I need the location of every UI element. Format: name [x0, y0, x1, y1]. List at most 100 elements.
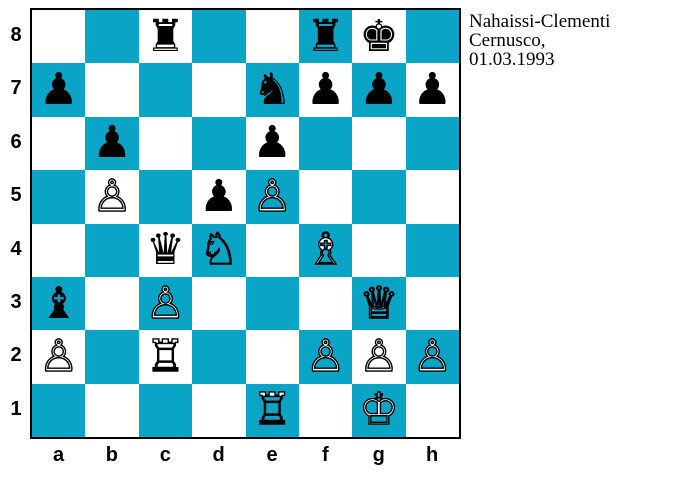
square-d2[interactable] [192, 330, 245, 383]
white-pawn-icon[interactable]: ♙ [146, 282, 185, 326]
square-a5[interactable] [32, 170, 85, 223]
square-b8[interactable] [85, 10, 138, 63]
square-d8[interactable] [192, 10, 245, 63]
square-h4[interactable] [406, 224, 459, 277]
square-b6[interactable]: ♟ [85, 117, 138, 170]
square-h6[interactable] [406, 117, 459, 170]
square-b1[interactable] [85, 384, 138, 437]
square-e3[interactable] [246, 277, 299, 330]
square-d4[interactable]: ♘ [192, 224, 245, 277]
square-f2[interactable]: ♙ [299, 330, 352, 383]
white-pawn-icon[interactable]: ♙ [252, 175, 291, 219]
square-f4[interactable]: ♗ [299, 224, 352, 277]
square-e5[interactable]: ♙ [246, 170, 299, 223]
rank-label-4: 4 [6, 238, 26, 261]
square-c2[interactable]: ♖ [139, 330, 192, 383]
game-players: Nahaissi-Clementi [469, 12, 610, 31]
square-f1[interactable] [299, 384, 352, 437]
square-g5[interactable] [352, 170, 405, 223]
white-king-icon[interactable]: ♔ [359, 388, 398, 432]
square-b4[interactable] [85, 224, 138, 277]
square-e7[interactable]: ♞ [246, 63, 299, 116]
square-a6[interactable] [32, 117, 85, 170]
square-f8[interactable]: ♜ [299, 10, 352, 63]
white-rook-icon[interactable]: ♖ [146, 335, 185, 379]
square-a1[interactable] [32, 384, 85, 437]
black-pawn-icon[interactable]: ♟ [199, 175, 238, 219]
square-e1[interactable]: ♖ [246, 384, 299, 437]
square-e4[interactable] [246, 224, 299, 277]
rank-label-1: 1 [6, 398, 26, 421]
square-a4[interactable] [32, 224, 85, 277]
black-pawn-icon[interactable]: ♟ [252, 121, 291, 165]
file-label-a: a [32, 444, 85, 467]
square-d3[interactable] [192, 277, 245, 330]
black-king-icon[interactable]: ♚ [359, 15, 398, 59]
square-d6[interactable] [192, 117, 245, 170]
square-c4[interactable]: ♛ [139, 224, 192, 277]
square-g2[interactable]: ♙ [352, 330, 405, 383]
square-c8[interactable]: ♜ [139, 10, 192, 63]
square-f6[interactable] [299, 117, 352, 170]
black-queen-icon[interactable]: ♛ [146, 228, 185, 272]
square-a8[interactable] [32, 10, 85, 63]
white-bishop-icon[interactable]: ♗ [306, 228, 345, 272]
square-a2[interactable]: ♙ [32, 330, 85, 383]
square-c5[interactable] [139, 170, 192, 223]
square-h2[interactable]: ♙ [406, 330, 459, 383]
square-d5[interactable]: ♟ [192, 170, 245, 223]
square-c3[interactable]: ♙ [139, 277, 192, 330]
white-pawn-icon[interactable]: ♙ [413, 335, 452, 379]
white-pawn-icon[interactable]: ♙ [359, 335, 398, 379]
square-h5[interactable] [406, 170, 459, 223]
black-rook-icon[interactable]: ♜ [306, 15, 345, 59]
black-knight-icon[interactable]: ♞ [252, 68, 291, 112]
square-a3[interactable]: ♝ [32, 277, 85, 330]
file-label-b: b [85, 444, 138, 467]
square-e2[interactable] [246, 330, 299, 383]
black-pawn-icon[interactable]: ♟ [359, 68, 398, 112]
game-place: Cernusco, [469, 31, 610, 50]
white-pawn-icon[interactable]: ♙ [92, 175, 131, 219]
black-pawn-icon[interactable]: ♟ [413, 68, 452, 112]
square-h1[interactable] [406, 384, 459, 437]
white-pawn-icon[interactable]: ♙ [39, 335, 78, 379]
square-g1[interactable]: ♔ [352, 384, 405, 437]
rank-label-2: 2 [6, 344, 26, 367]
black-pawn-icon[interactable]: ♟ [39, 68, 78, 112]
white-pawn-icon[interactable]: ♙ [306, 335, 345, 379]
square-b2[interactable] [85, 330, 138, 383]
file-label-g: g [352, 444, 405, 467]
black-bishop-icon[interactable]: ♝ [39, 282, 78, 326]
square-f5[interactable] [299, 170, 352, 223]
square-g7[interactable]: ♟ [352, 63, 405, 116]
white-queen-icon[interactable]: ♕ [359, 282, 398, 326]
white-knight-icon[interactable]: ♘ [199, 228, 238, 272]
square-b5[interactable]: ♙ [85, 170, 138, 223]
black-pawn-icon[interactable]: ♟ [306, 68, 345, 112]
square-d7[interactable] [192, 63, 245, 116]
square-g6[interactable] [352, 117, 405, 170]
square-g4[interactable] [352, 224, 405, 277]
white-rook-icon[interactable]: ♖ [252, 388, 291, 432]
square-h7[interactable]: ♟ [406, 63, 459, 116]
square-g8[interactable]: ♚ [352, 10, 405, 63]
square-g3[interactable]: ♕ [352, 277, 405, 330]
square-d1[interactable] [192, 384, 245, 437]
square-h8[interactable] [406, 10, 459, 63]
square-c6[interactable] [139, 117, 192, 170]
black-pawn-icon[interactable]: ♟ [92, 121, 131, 165]
square-b3[interactable] [85, 277, 138, 330]
square-a7[interactable]: ♟ [32, 63, 85, 116]
square-b7[interactable] [85, 63, 138, 116]
square-f7[interactable]: ♟ [299, 63, 352, 116]
square-c1[interactable] [139, 384, 192, 437]
black-rook-icon[interactable]: ♜ [146, 15, 185, 59]
square-e8[interactable] [246, 10, 299, 63]
square-f3[interactable] [299, 277, 352, 330]
square-c7[interactable] [139, 63, 192, 116]
square-e6[interactable]: ♟ [246, 117, 299, 170]
square-h3[interactable] [406, 277, 459, 330]
game-date: 01.03.1993 [469, 50, 610, 69]
chess-board: ♜ ♜ ♚ ♟ ♞ ♟ ♟ ♟ ♟ ♟ ♙ ♟ ♙ ♛ ♘ ♗ ♝ ♙ ♕ ♙ ♖ ♙ ♙ ♙ ♖ ♔ [30, 8, 461, 439]
